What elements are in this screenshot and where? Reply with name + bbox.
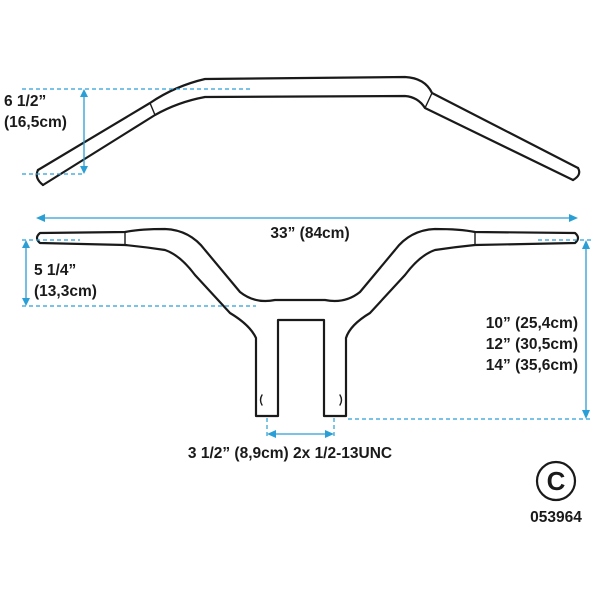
- badge-letter: C: [547, 466, 566, 496]
- category-badge: C: [535, 460, 577, 502]
- pullback-label-cm: (13,3cm): [34, 283, 97, 300]
- height-option-10: 10” (25,4cm): [486, 315, 578, 332]
- side-view-handlebar: [35, 75, 581, 187]
- pullback-dimension: [22, 239, 592, 307]
- front-view-handlebar: [35, 227, 580, 418]
- part-number: 053964: [530, 509, 582, 526]
- rise-label-in: 6 1/2”: [4, 93, 46, 110]
- width-dimension: [36, 214, 578, 222]
- mount-width-dimension: [266, 418, 335, 438]
- height-option-14: 14” (35,6cm): [486, 357, 578, 374]
- height-dimension: [348, 240, 592, 420]
- rise-dimension: [22, 88, 250, 175]
- mount-label: 3 1/2” (8,9cm) 2x 1/2-13UNC: [188, 445, 392, 462]
- height-option-12: 12” (30,5cm): [486, 336, 578, 353]
- width-label: 33” (84cm): [270, 225, 349, 242]
- rise-label-cm: (16,5cm): [4, 114, 67, 131]
- pullback-label-in: 5 1/4”: [34, 262, 76, 279]
